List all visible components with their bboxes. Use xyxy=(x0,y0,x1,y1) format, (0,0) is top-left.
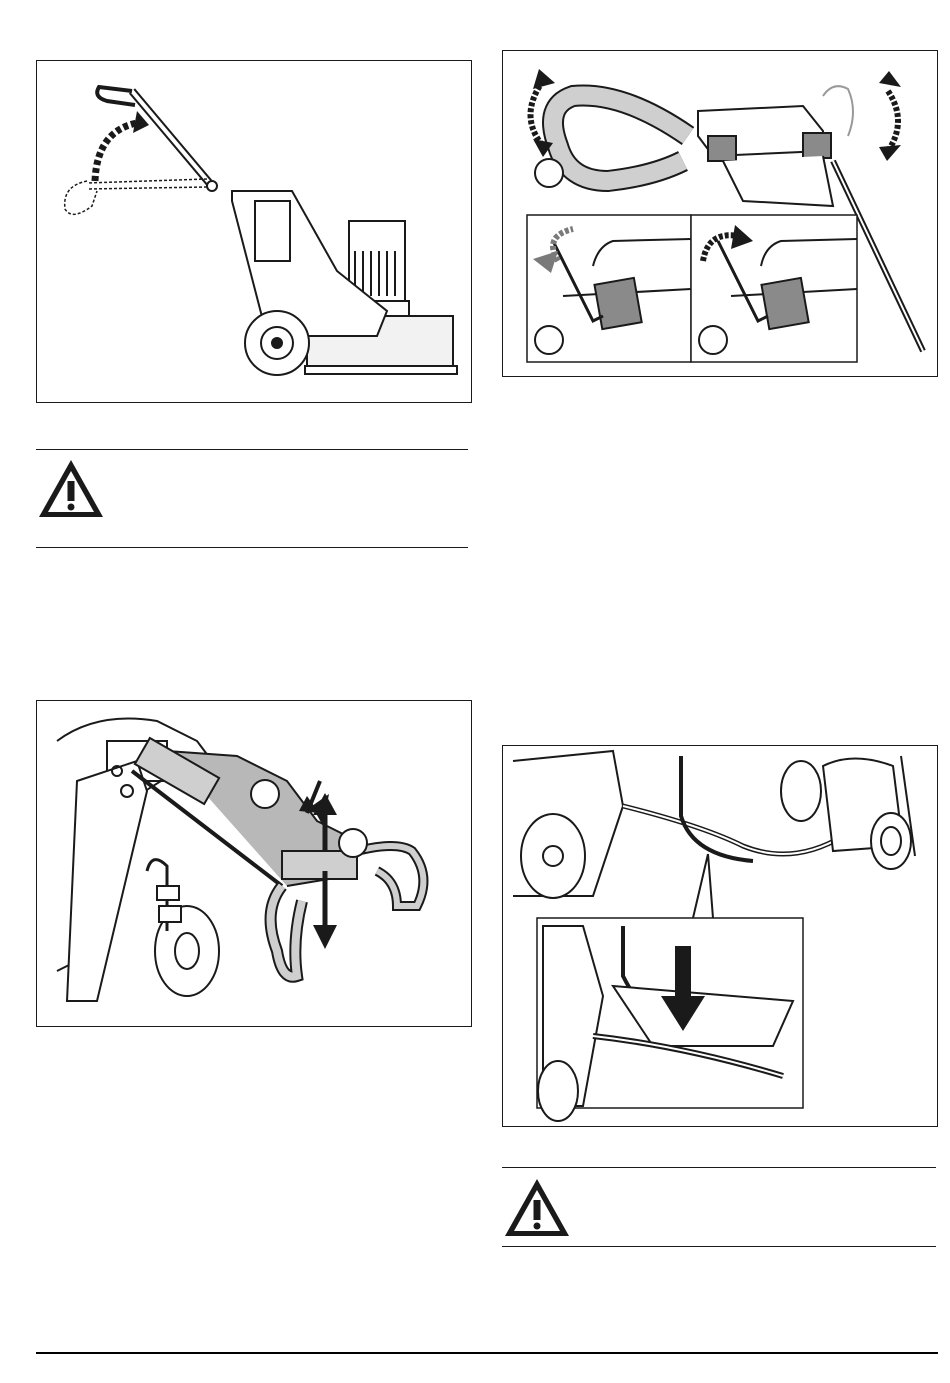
figure-handle-fold xyxy=(36,60,472,403)
warning-block-2 xyxy=(502,1176,936,1240)
warning-top-rule-2 xyxy=(502,1167,936,1168)
warning-triangle-icon xyxy=(36,457,106,521)
cable-hook-illustration xyxy=(503,746,937,1126)
handle-height-adjust-illustration xyxy=(503,51,937,376)
machine-handle-fold-illustration xyxy=(37,61,471,402)
figure-handle-extend xyxy=(36,700,472,1027)
handle-extend-illustration xyxy=(37,701,471,1026)
warning-top-rule xyxy=(36,449,468,450)
figure-handle-height xyxy=(502,50,938,377)
figure-cable-hook xyxy=(502,745,938,1127)
warning-triangle-icon xyxy=(502,1176,572,1240)
page-footer-rule xyxy=(36,1352,938,1354)
warning-bottom-rule xyxy=(36,547,468,548)
warning-bottom-rule-2 xyxy=(502,1246,936,1247)
warning-block-1 xyxy=(36,457,468,541)
